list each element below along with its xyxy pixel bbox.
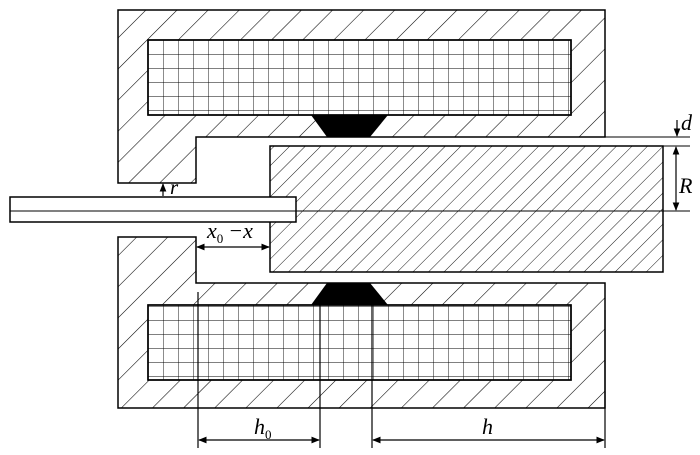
label-h: h — [482, 414, 493, 439]
label-x0-minus-x: x0−x — [206, 218, 253, 246]
label-r: r — [170, 175, 179, 199]
upper-pole-piece — [311, 115, 388, 137]
plunger — [269, 145, 664, 273]
label-h0: h0 — [254, 414, 272, 442]
label-R: R — [678, 173, 693, 198]
lower-pole-piece — [311, 283, 388, 305]
shaft — [9, 196, 297, 223]
label-d: d — [681, 110, 693, 135]
